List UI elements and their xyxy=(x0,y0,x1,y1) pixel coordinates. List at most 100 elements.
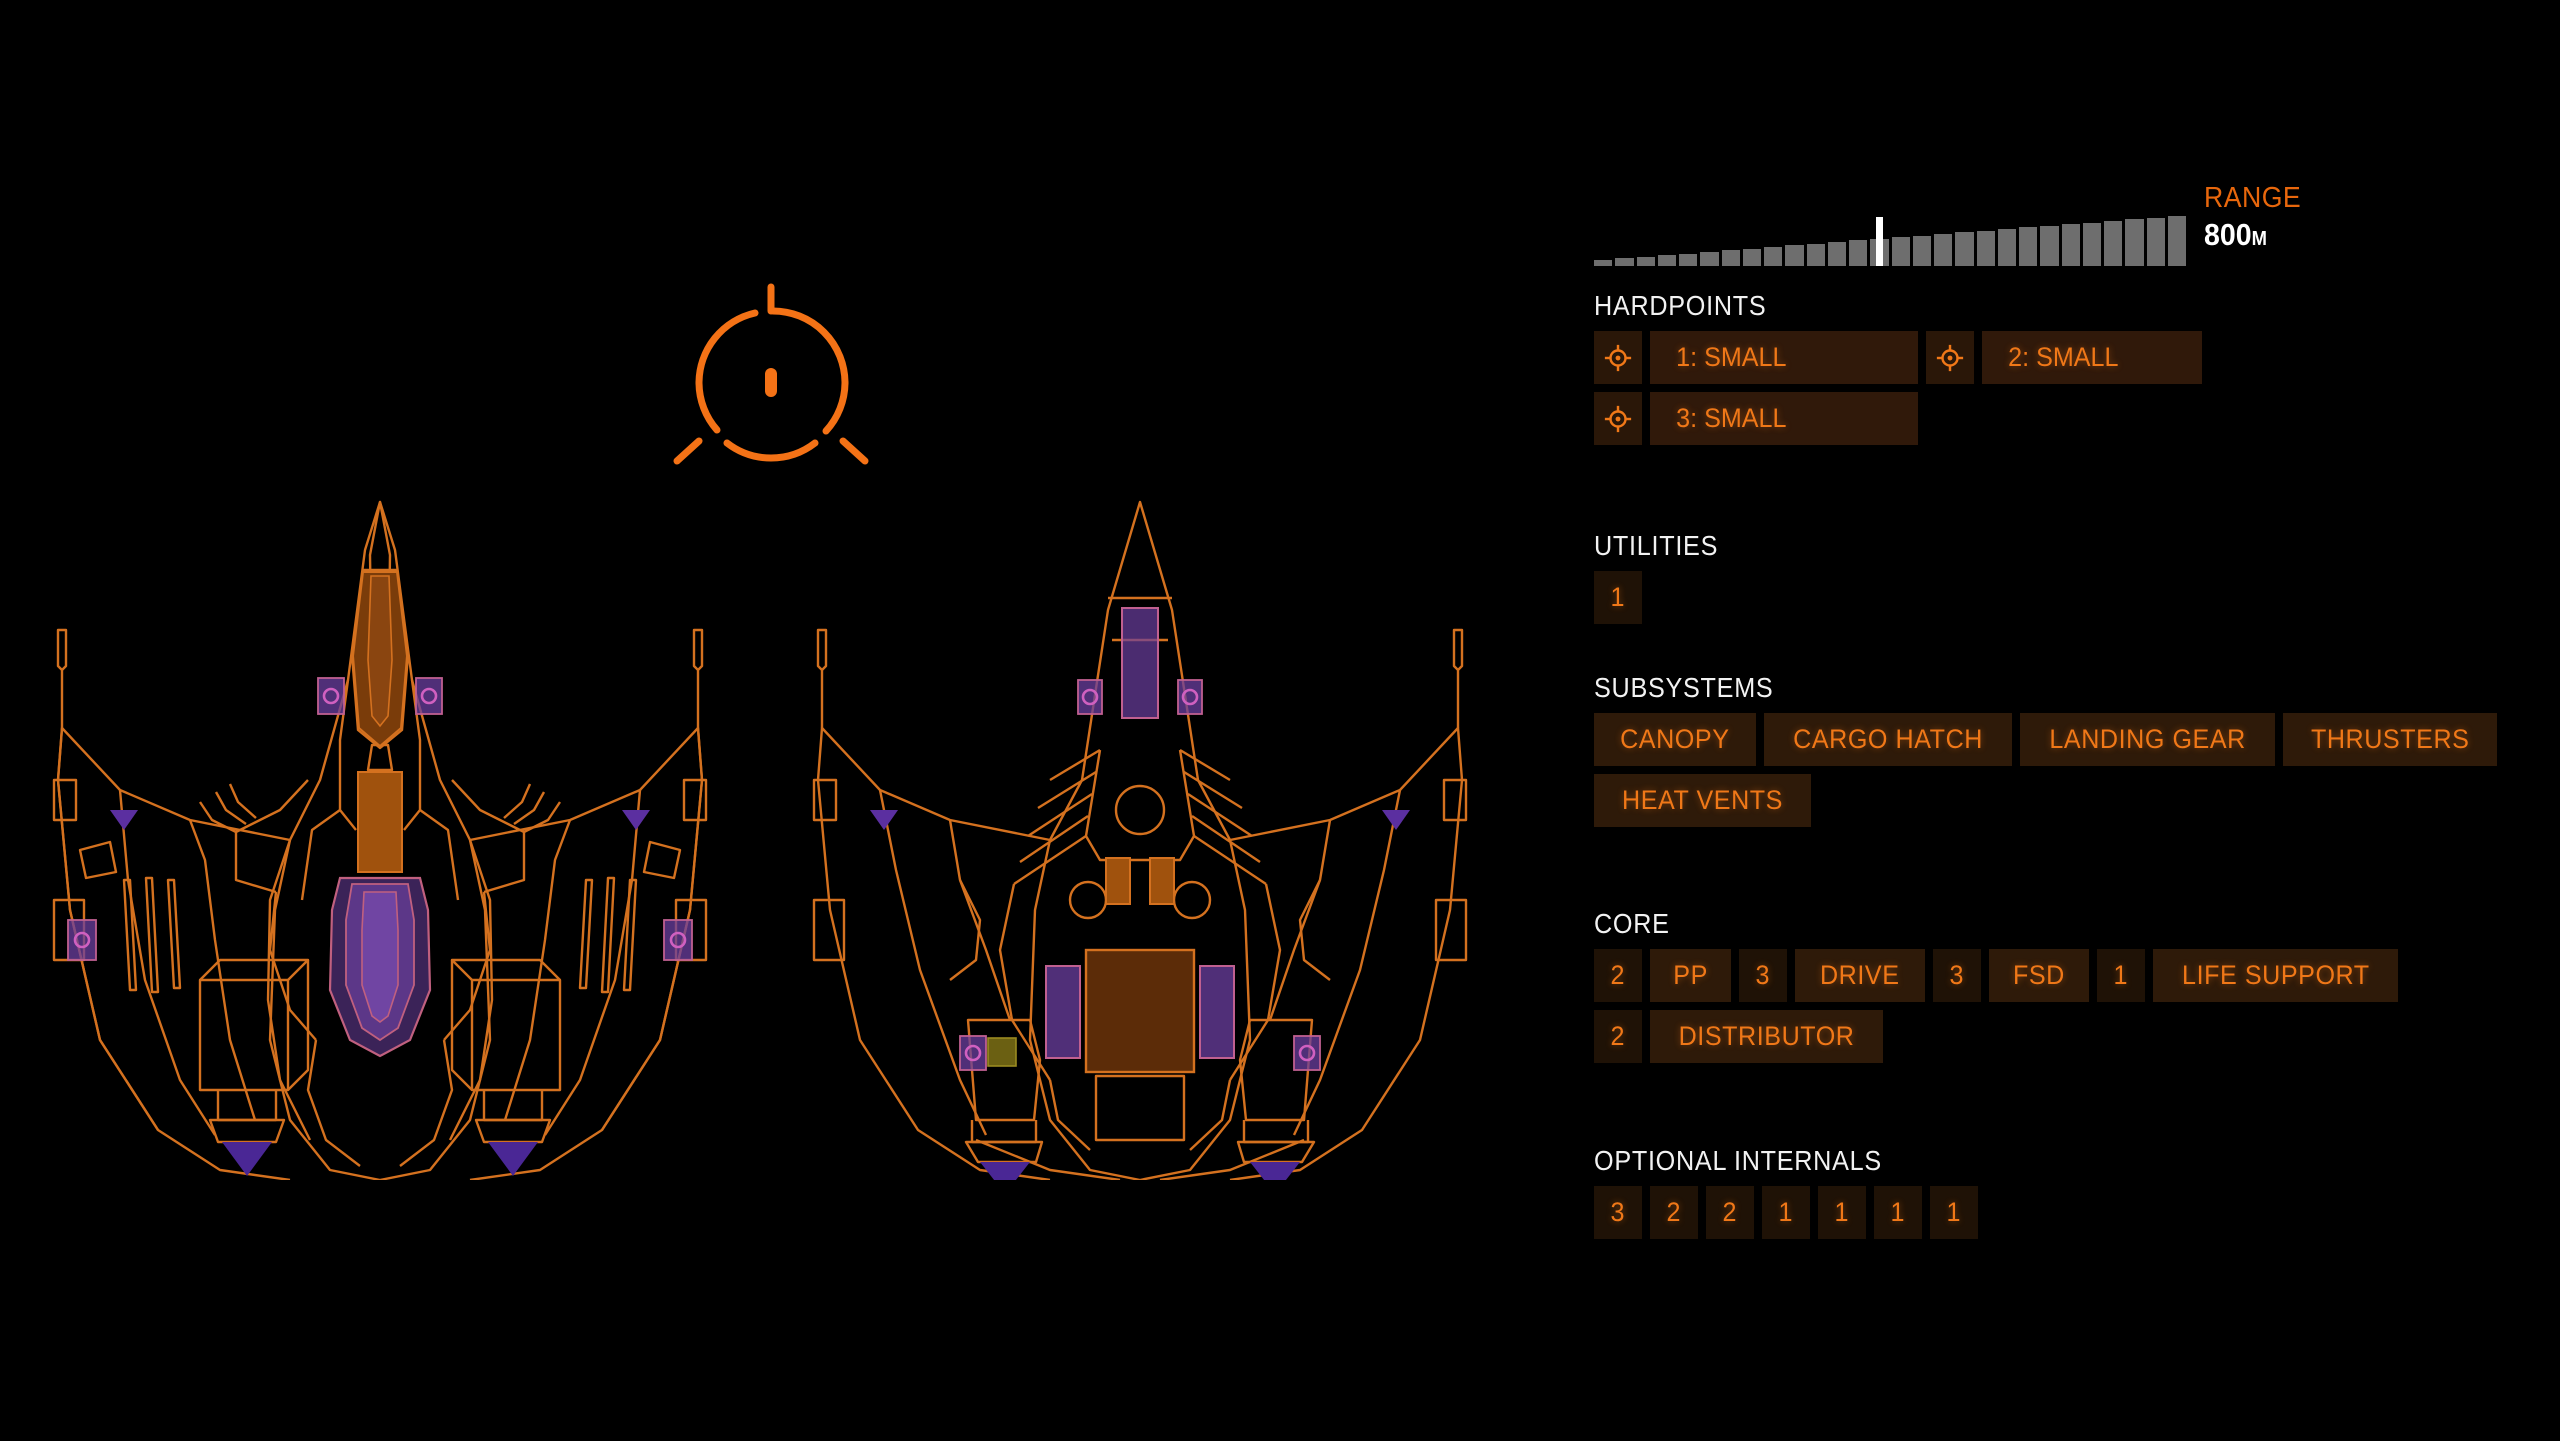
optional-internal-slot-label: 1 xyxy=(1778,1197,1794,1227)
range-unit: M xyxy=(2251,228,2267,250)
section-hardpoints: HARDPOINTS 1: SMALL 2: SMALL 3: SMALL xyxy=(1594,290,2560,445)
hardpoint-label-text: 1: SMALL xyxy=(1676,342,1787,372)
range-bar xyxy=(2125,219,2144,266)
hardpoint-row: 1: SMALL 2: SMALL xyxy=(1594,331,2560,384)
core-module-name-label: DRIVE xyxy=(1820,960,1900,990)
optional-internal-slot-label: 1 xyxy=(1946,1197,1962,1227)
subsystem-row: HEAT VENTS xyxy=(1594,774,2560,827)
ship-schematic-area xyxy=(52,283,1468,1180)
range-bar xyxy=(2040,225,2059,266)
section-title-utilities: UTILITIES xyxy=(1594,530,1719,561)
core-module-name[interactable]: PP xyxy=(1650,949,1732,1002)
optional-internal-slot[interactable]: 1 xyxy=(1762,1186,1810,1239)
utility-slot[interactable]: 1 xyxy=(1594,571,1642,624)
core-module-name[interactable]: DISTRIBUTOR xyxy=(1650,1010,1884,1063)
range-bar xyxy=(1679,253,1698,266)
hardpoint-slot[interactable]: 2: SMALL xyxy=(1926,331,2202,384)
range-bar xyxy=(1700,251,1719,266)
core-module-name-label: LIFE SUPPORT xyxy=(2181,960,2370,990)
section-optional-internals: OPTIONAL INTERNALS 3 2 2 1 1 1 1 xyxy=(1594,1145,2560,1239)
subsystem-button[interactable]: CANOPY xyxy=(1594,713,1756,766)
subsystem-button-label: CARGO HATCH xyxy=(1792,724,1983,754)
hardpoint-label[interactable]: 2: SMALL xyxy=(1982,331,2202,384)
core-module-slot[interactable]: 2 PP xyxy=(1594,949,1732,1002)
range-bar xyxy=(1891,237,1910,266)
optional-internal-slot-label: 1 xyxy=(1834,1197,1850,1227)
optional-internal-slot-label: 2 xyxy=(1722,1197,1738,1227)
hardpoint-slot[interactable]: 1: SMALL xyxy=(1594,331,1918,384)
core-module-size[interactable]: 2 xyxy=(1594,949,1642,1002)
core-module-size-label: 3 xyxy=(1755,960,1771,990)
core-module-name-label: FSD xyxy=(2012,960,2065,990)
range-bar xyxy=(1997,229,2016,266)
range-marker[interactable] xyxy=(1876,216,1884,266)
core-module-name[interactable]: LIFE SUPPORT xyxy=(2152,949,2399,1002)
range-indicator[interactable]: RANGE 800M xyxy=(1594,182,2354,266)
core-module-name[interactable]: FSD xyxy=(1988,949,2089,1002)
range-bar xyxy=(1657,255,1676,266)
range-bar xyxy=(1955,232,1974,266)
core-module-size-label: 2 xyxy=(1610,960,1626,990)
subsystem-button[interactable]: HEAT VENTS xyxy=(1594,774,1812,827)
core-module-name-label: DISTRIBUTOR xyxy=(1678,1021,1855,1051)
target-reticle-icon xyxy=(673,283,869,465)
optional-internal-slot-label: 1 xyxy=(1890,1197,1906,1227)
range-bar xyxy=(1764,247,1783,266)
hardpoint-label[interactable]: 1: SMALL xyxy=(1650,331,1918,384)
subsystem-button[interactable]: THRUSTERS xyxy=(2282,713,2498,766)
core-module-slot[interactable]: 3 FSD xyxy=(1932,949,2089,1002)
subsystem-button-label: LANDING GEAR xyxy=(2049,724,2246,754)
core-module-size[interactable]: 3 xyxy=(1739,949,1788,1002)
subsystem-button-label: CANOPY xyxy=(1620,724,1730,754)
utility-slot-label: 1 xyxy=(1610,582,1626,612)
hardpoint-mount-icon[interactable] xyxy=(1594,331,1642,384)
section-title-optional-internals: OPTIONAL INTERNALS xyxy=(1594,1145,1882,1176)
core-module-name[interactable]: DRIVE xyxy=(1795,949,1925,1002)
range-bar xyxy=(2082,222,2101,266)
optional-internal-slot[interactable]: 2 xyxy=(1650,1186,1698,1239)
subsystem-button[interactable]: CARGO HATCH xyxy=(1763,713,2012,766)
range-bar-meter[interactable] xyxy=(1594,186,2186,266)
optional-internal-slot-label: 3 xyxy=(1610,1197,1626,1227)
crosshair-icon xyxy=(1936,344,1964,371)
range-bar xyxy=(1976,230,1995,266)
hardpoint-mount-icon[interactable] xyxy=(1594,392,1642,445)
core-module-size[interactable]: 1 xyxy=(2096,949,2145,1002)
core-module-size[interactable]: 2 xyxy=(1594,1010,1642,1063)
range-readout: RANGE 800M xyxy=(2204,182,2310,253)
range-bar xyxy=(1806,243,1825,266)
optional-internal-slot[interactable]: 1 xyxy=(1818,1186,1866,1239)
optional-internal-slot-label: 2 xyxy=(1666,1197,1682,1227)
subsystem-button[interactable]: LANDING GEAR xyxy=(2019,713,2275,766)
range-bar xyxy=(2167,216,2186,266)
range-title: RANGE xyxy=(2204,182,2302,214)
range-bar xyxy=(2146,217,2165,266)
range-value: 800M xyxy=(2204,217,2301,253)
hardpoint-label[interactable]: 3: SMALL xyxy=(1650,392,1918,445)
hardpoint-label-text: 2: SMALL xyxy=(2008,342,2119,372)
hardpoint-row: 3: SMALL xyxy=(1594,392,2560,445)
core-row: 2 PP 3 DRIVE 3 FSD 1 LIFE SUPPORT xyxy=(1594,949,2560,1002)
hardpoint-slot[interactable]: 3: SMALL xyxy=(1594,392,1918,445)
range-number: 800 xyxy=(2204,217,2252,252)
range-bar xyxy=(1721,250,1740,266)
range-bar xyxy=(1594,260,1613,266)
section-subsystems: SUBSYSTEMS CANOPY CARGO HATCH LANDING GEAR… xyxy=(1594,672,2560,827)
core-module-name-label: PP xyxy=(1673,960,1708,990)
core-module-slot[interactable]: 3 DRIVE xyxy=(1739,949,1925,1002)
optional-internal-slot[interactable]: 3 xyxy=(1594,1186,1642,1239)
core-module-slot[interactable]: 2 DISTRIBUTOR xyxy=(1594,1010,1884,1063)
range-bar xyxy=(1785,245,1804,266)
hardpoint-mount-icon[interactable] xyxy=(1926,331,1974,384)
optional-internal-slot[interactable]: 1 xyxy=(1874,1186,1922,1239)
ship-bottom-view xyxy=(812,500,1468,1180)
core-module-size[interactable]: 3 xyxy=(1932,949,1981,1002)
core-module-slot[interactable]: 1 LIFE SUPPORT xyxy=(2096,949,2399,1002)
range-bar xyxy=(1742,248,1761,266)
optional-internal-slot[interactable]: 1 xyxy=(1930,1186,1978,1239)
section-title-hardpoints: HARDPOINTS xyxy=(1594,290,1767,321)
range-bar xyxy=(2061,224,2080,266)
section-title-subsystems: SUBSYSTEMS xyxy=(1594,672,1774,703)
optional-internal-slot[interactable]: 2 xyxy=(1706,1186,1754,1239)
